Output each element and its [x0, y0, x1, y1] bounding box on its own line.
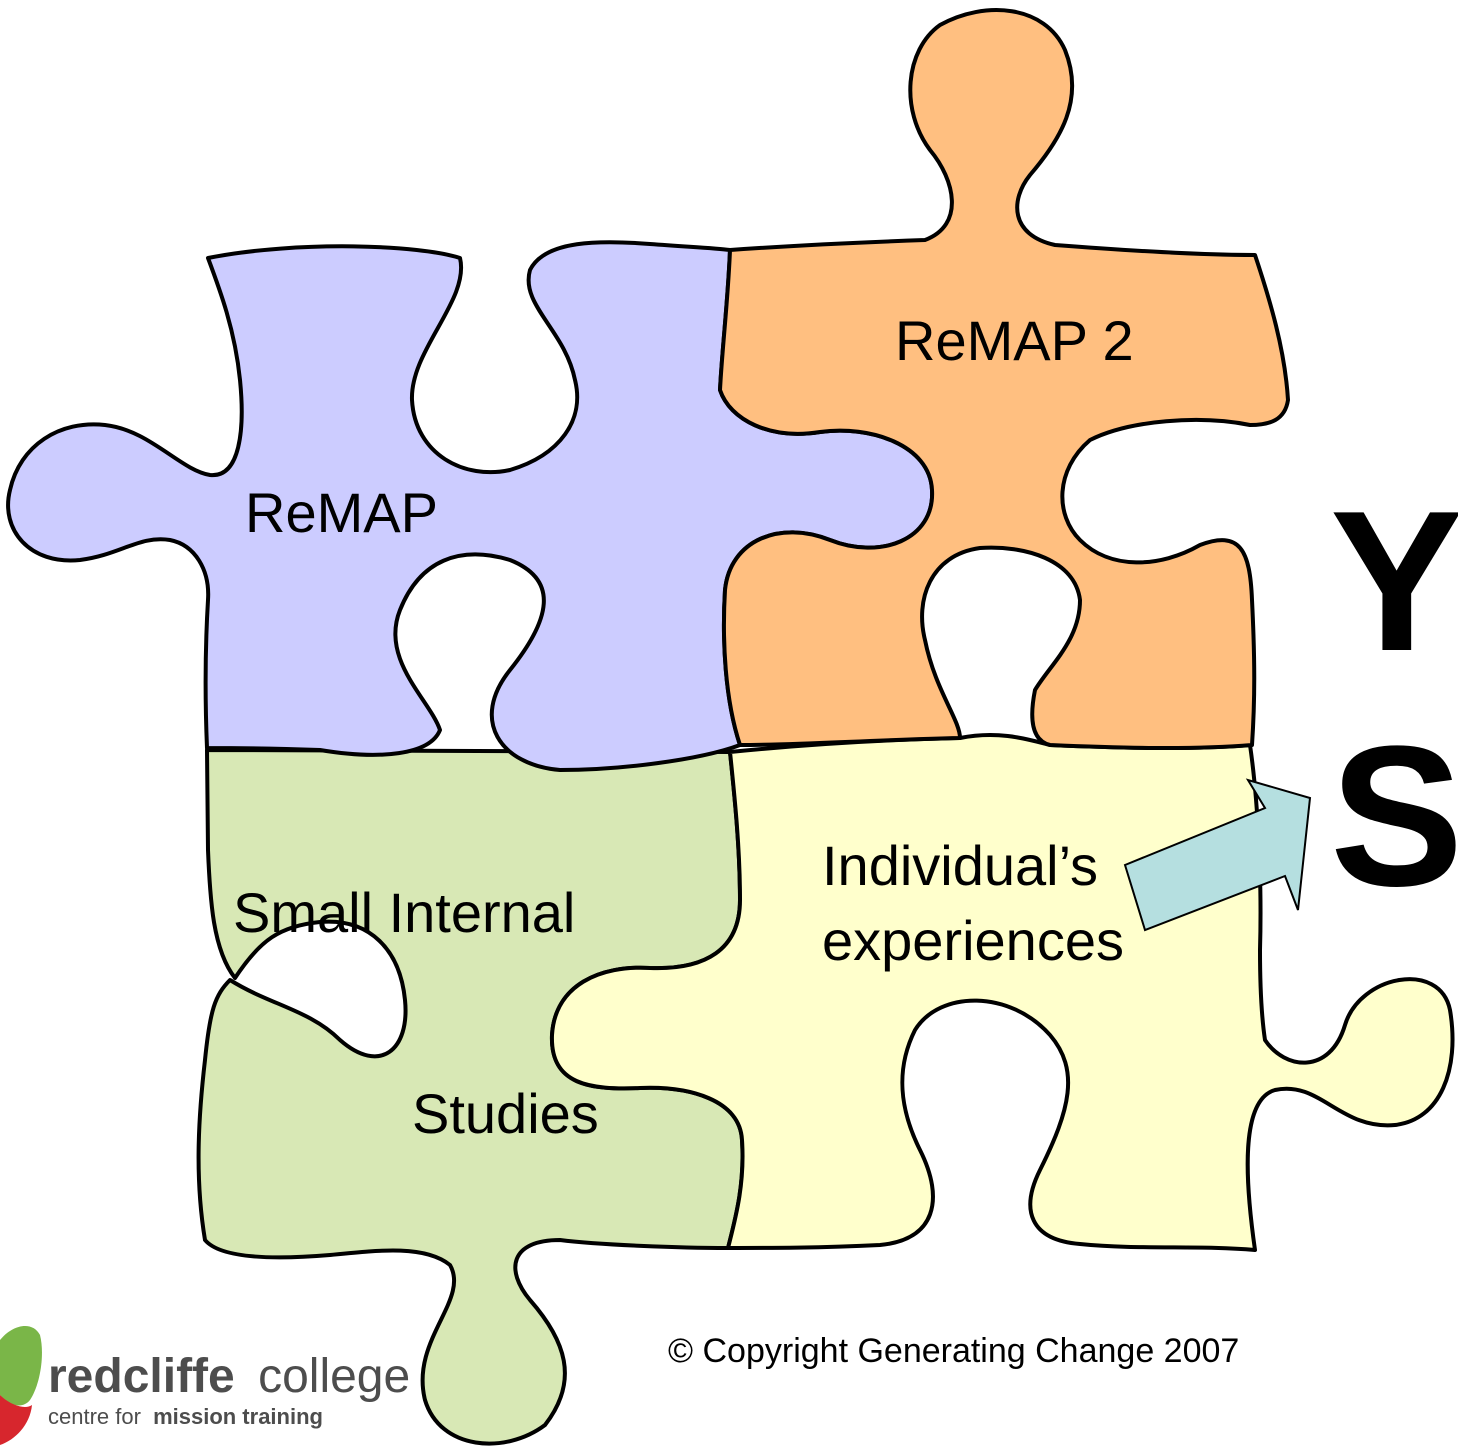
logo-tagline-bold: mission training: [153, 1404, 323, 1429]
arrow-icon: [1123, 778, 1312, 932]
label-remap-2: ReMAP 2: [895, 309, 1134, 372]
label-studies: Studies: [412, 1082, 599, 1145]
redcliffe-leaf-icon: [0, 1325, 42, 1445]
redcliffe-logo: redcliffe college centre for mission tra…: [0, 1325, 410, 1445]
svg-text:centre for mission train: centre for mission training: [48, 1404, 323, 1429]
puzzle-piece-remap: [6, 240, 935, 772]
label-individuals: Individual’s: [822, 834, 1098, 897]
label-remap: ReMAP: [245, 481, 438, 544]
puzzle-piece-remap-2: [718, 8, 1290, 751]
title-line1: Y: [1330, 470, 1458, 693]
title-line2: S: [1330, 705, 1458, 928]
logo-tagline-light: centre for: [48, 1404, 141, 1429]
copyright-text: © Copyright Generating Change 2007: [668, 1332, 1239, 1370]
logo-name-light: college: [258, 1350, 410, 1403]
label-experiences: experiences: [822, 909, 1124, 972]
label-small-internal: Small Internal: [233, 881, 575, 944]
svg-text:redcliffe college: redcliffe college: [48, 1350, 410, 1403]
logo-name-bold: redcliffe: [48, 1350, 235, 1403]
